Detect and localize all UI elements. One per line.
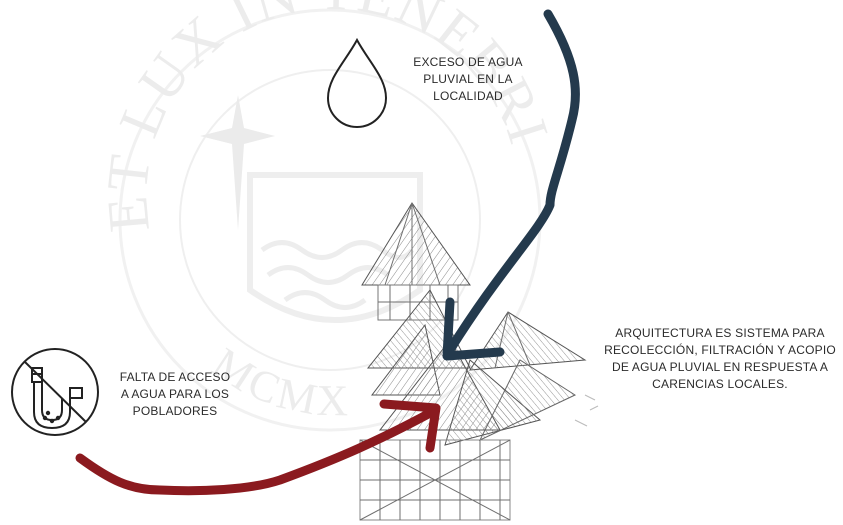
caption-architecture: ARQUITECTURA ES SISTEMA PARA RECOLECCIÓN… [596, 325, 843, 393]
caption-line: ARQUITECTURA ES SISTEMA PARA [615, 326, 825, 340]
need-flow-arrow [75, 399, 441, 496]
seal-star [200, 95, 275, 230]
caption-line: POBLADORES [132, 404, 218, 418]
caption-line: FALTA DE ACCESO [119, 370, 231, 384]
caption-rain-excess: EXCESO DE AGUA PLUVIAL EN LA LOCALIDAD [392, 54, 544, 105]
caption-line: A AGUA PARA LOS [120, 387, 230, 401]
seal-shield [247, 172, 423, 323]
caption-line: EXCESO DE AGUA [413, 55, 523, 69]
caption-line: PLUVIAL EN LA [423, 72, 513, 86]
no-water-pipe-icon [11, 348, 99, 436]
caption-line: LOCALIDAD [433, 89, 503, 103]
caption-water-access: FALTA DE ACCESO A AGUA PARA LOS POBLADOR… [100, 369, 250, 420]
rain-flow-arrow [442, 9, 580, 361]
water-drop-icon [326, 37, 388, 128]
caption-line: RECOLECCIÓN, FILTRACIÓN Y ACOPIO [604, 343, 836, 357]
caption-line: DE AGUA PLUVIAL EN RESPUESTA A [611, 360, 829, 374]
architecture-sketch [359, 202, 599, 521]
caption-line: CARENCIAS LOCALES. [652, 377, 788, 391]
